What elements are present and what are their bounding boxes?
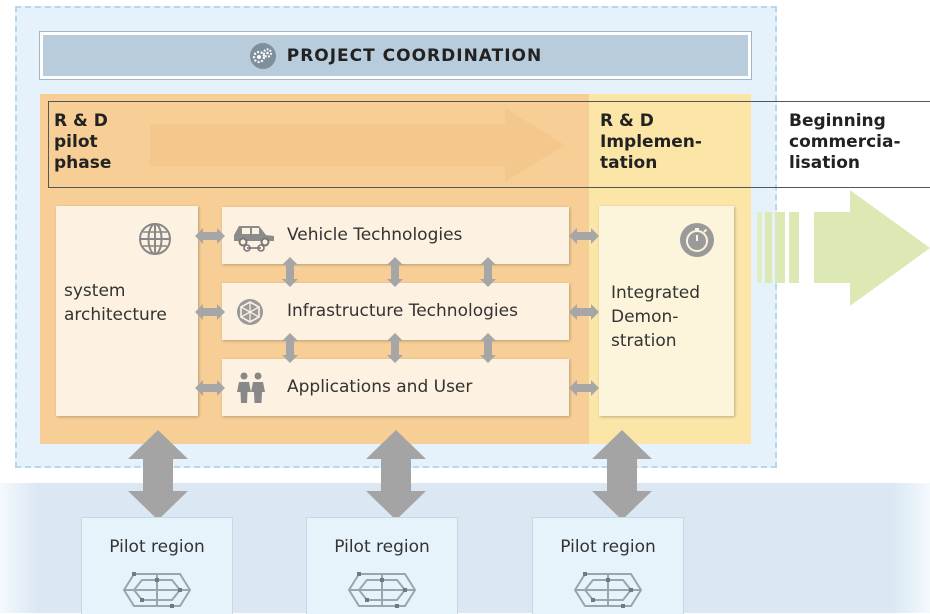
vehicles-icon xyxy=(234,226,274,252)
pilot-arrow-3 xyxy=(592,430,652,520)
gears-icon xyxy=(249,42,276,69)
applications-and-user-label: Applications and User xyxy=(287,377,473,397)
project-coordination-bar: PROJECT COORDINATION xyxy=(40,32,751,79)
pilot-region-label: Pilot region xyxy=(560,537,656,557)
people-icon xyxy=(237,372,265,403)
project-coordination-title: PROJECT COORDINATION xyxy=(286,45,543,66)
pilot-region-box-3: Pilot region xyxy=(533,518,683,614)
integrated-demonstration-box: Integrated Demon- stration xyxy=(599,206,734,416)
implementation-phase-label: R & D Implemen- tation xyxy=(600,111,702,173)
integrated-demonstration-label: Integrated Demon- stration xyxy=(611,283,701,351)
pilot-region-label: Pilot region xyxy=(334,537,430,557)
road-network-icon xyxy=(347,572,417,608)
system-architecture-label: system architecture xyxy=(64,281,167,325)
road-network-icon xyxy=(573,572,643,608)
globe-icon xyxy=(139,223,171,255)
infrastructure-technologies-label: Infrastructure Technologies xyxy=(287,301,518,321)
pilot-phase-label: R & D pilot phase xyxy=(54,111,112,173)
road-network-icon xyxy=(122,572,192,608)
commercialisation-arrow xyxy=(757,190,930,306)
phase-progress-arrow xyxy=(150,108,565,182)
vehicle-technologies-box: Vehicle Technologies xyxy=(222,207,569,264)
pilot-region-label: Pilot region xyxy=(109,537,205,557)
commercialisation-phase-label: Beginning commercia- lisation xyxy=(789,111,901,173)
phase-header-line xyxy=(48,101,930,188)
applications-and-user-box: Applications and User xyxy=(222,359,569,416)
pilot-arrow-2 xyxy=(366,430,426,520)
pilot-region-box-1: Pilot region xyxy=(82,518,232,614)
vehicle-technologies-label: Vehicle Technologies xyxy=(287,225,463,245)
system-architecture-box: system architecture xyxy=(56,206,198,416)
stopwatch-icon xyxy=(680,223,714,257)
infrastructure-technologies-box: Infrastructure Technologies xyxy=(222,283,569,340)
network-icon xyxy=(237,299,263,325)
pilot-region-box-2: Pilot region xyxy=(307,518,457,614)
pilot-arrow-1 xyxy=(128,430,188,520)
